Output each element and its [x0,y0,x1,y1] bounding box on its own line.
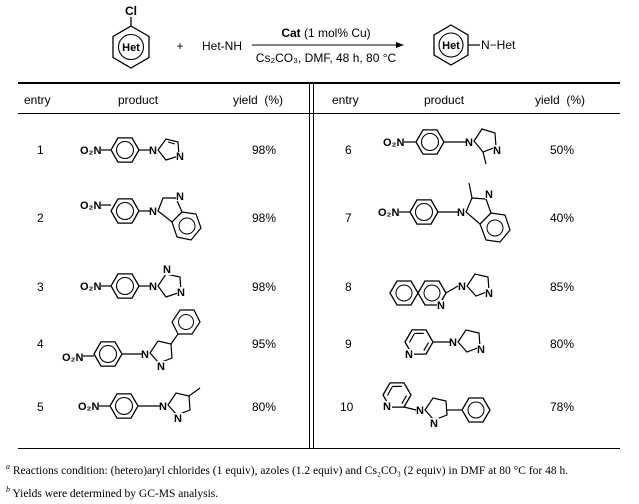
column-divider-left [309,84,310,448]
svg-text:N: N [465,137,473,149]
svg-text:O₂N: O₂N [80,145,101,157]
svg-text:N: N [485,288,493,300]
header-yield-right: yield (%) [535,93,586,107]
table-header-rule [18,113,620,114]
svg-text:N: N [159,401,167,413]
conditions-label: Cs₂CO₃, DMF, 48 h, 80 °C [256,51,397,65]
svg-text:N: N [405,349,413,361]
svg-text:N: N [449,337,457,349]
svg-text:N: N [437,300,445,312]
yield-cell-9: 80% [550,337,575,351]
svg-text:N: N [176,151,184,163]
structure-entry-3: O₂N N N N [80,264,186,299]
entry-cell-7: 7 [345,211,352,225]
header-product-right: product [424,93,465,107]
yield-cell-5: 80% [252,400,277,414]
structure-entry-6: O₂N N N [383,128,502,165]
structures: O₂N N N O₂N N N O₂N [62,128,511,430]
svg-text:N: N [458,281,466,293]
table-bottom-rule [18,448,620,449]
svg-text:N: N [149,281,157,293]
het-label-reactant: Het [122,42,140,54]
svg-text:N: N [416,405,424,417]
header-yield-left: yield (%) [233,93,284,107]
yield-cell-4: 95% [252,337,277,351]
entry-cell-10: 10 [340,400,354,414]
reaction-arrow [252,42,404,48]
structure-entry-1: O₂N N N [80,137,185,163]
het-label-product: Het [442,40,460,52]
plus-sign: + [176,39,183,53]
reactant-ring: Cl Het [112,4,150,69]
svg-text:N: N [477,344,485,356]
svg-text:O₂N: O₂N [383,137,404,149]
svg-text:O₂N: O₂N [78,401,99,413]
svg-text:N: N [176,191,184,203]
structure-entry-5: O₂N N N [78,387,201,425]
product-n-het-label: N−Het [481,38,516,52]
entry-cell-9: 9 [345,337,352,351]
svg-text:N: N [149,206,157,218]
yield-cell-7: 40% [550,211,575,225]
svg-text:N: N [493,145,501,157]
entry-cell-6: 6 [345,143,352,157]
svg-text:N: N [141,349,149,361]
svg-text:N: N [174,413,182,425]
catalyst-label: Cat (1 mol% Cu) [281,26,370,40]
product-ring: Het N−Het [433,24,516,66]
svg-text:N: N [163,264,171,276]
entry-cell-8: 8 [345,280,352,294]
structure-entry-7: O₂N N N [378,182,511,243]
reagent-label: Het-NH [202,39,242,53]
footnote-b: b Yields were determined by GC-MS analys… [6,485,219,500]
structure-entry-2: O₂N N N [80,191,202,241]
structure-entry-9: N N N [404,329,486,361]
entry-cell-2: 2 [37,211,44,225]
entry-cell-3: 3 [37,280,44,294]
header-entry-right: entry [332,93,359,107]
entry-cell-4: 4 [37,337,44,351]
svg-text:N: N [457,207,465,219]
chlorine-label: Cl [125,4,137,18]
svg-text:N: N [383,401,391,413]
structure-entry-10: N N N [382,382,491,430]
table-top-rule [18,82,620,84]
svg-text:N: N [177,287,185,299]
yield-cell-10: 78% [550,400,575,414]
footnote-a: a Reactions condition: (hetero)aryl chlo… [6,462,569,477]
structure-entry-4: O₂N N N [62,309,201,373]
svg-text:N: N [430,418,438,430]
entry-cell-1: 1 [37,143,44,157]
entry-cell-5: 5 [37,400,44,414]
reaction-scheme: Cl Het + Het-NH Cat (1 mol% Cu) Cs₂CO₃, … [112,4,516,69]
svg-text:N: N [149,145,157,157]
svg-text:O₂N: O₂N [378,207,399,219]
svg-text:N: N [157,361,165,373]
svg-text:O₂N: O₂N [62,352,83,364]
yield-cell-6: 50% [550,143,575,157]
svg-text:N: N [485,189,493,201]
yield-cell-2: 98% [252,211,277,225]
svg-text:O₂N: O₂N [80,200,101,212]
header-product-left: product [118,93,159,107]
svg-text:O₂N: O₂N [80,281,101,293]
yield-cell-8: 85% [550,280,575,294]
yield-cell-3: 98% [252,280,277,294]
column-divider-right [313,84,314,448]
header-entry-left: entry [24,93,51,107]
structure-entry-8: N N N [389,273,494,312]
yield-cell-1: 98% [252,143,277,157]
